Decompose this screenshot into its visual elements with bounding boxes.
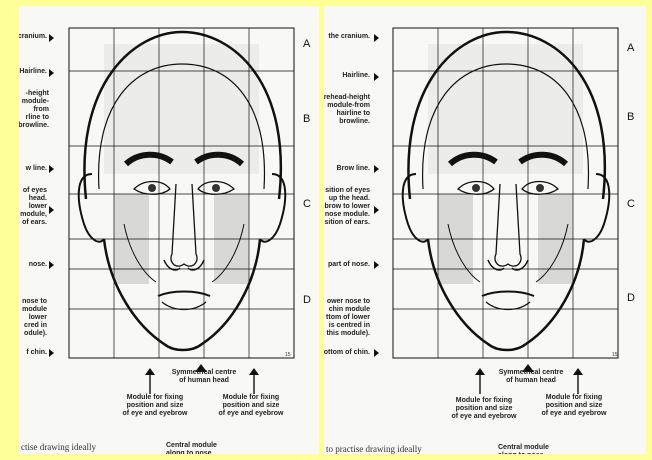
- arrow-right-icon: [49, 34, 54, 42]
- caption-eye-module-right: Module for fixing position and size of e…: [538, 394, 610, 418]
- up-arrow-icon: [144, 368, 156, 394]
- letter-c: C: [303, 198, 311, 210]
- label-chin: ottom of chin.: [324, 349, 370, 357]
- label-eyes-position: sition of eyes up the head. brow to lowe…: [324, 187, 370, 227]
- up-arrow-icon: [572, 368, 584, 394]
- caption-symmetrical-centre: Symmetrical centre of human head: [169, 369, 239, 385]
- label-cranium: cranium.: [19, 33, 47, 41]
- caption-symmetrical-centre: Symmetrical centre of human head: [496, 369, 566, 385]
- label-nose-to-chin: ower nose to chin module ttom of lower i…: [324, 298, 370, 338]
- footer-text: to practise drawing ideally: [326, 444, 422, 454]
- up-arrow-icon: [248, 368, 260, 394]
- letter-b: B: [627, 111, 634, 123]
- arrow-right-icon: [374, 165, 379, 173]
- letter-a: A: [627, 42, 634, 54]
- pupil-left: [472, 184, 480, 192]
- label-hairline: Hairline.: [324, 72, 370, 80]
- ear-left: [403, 174, 428, 242]
- footer-text: ctise drawing ideally: [21, 442, 96, 452]
- arrow-right-icon: [374, 261, 379, 269]
- ear-left: [79, 174, 104, 242]
- arrow-right-icon: [374, 206, 379, 214]
- label-hairline: Hairline.: [19, 68, 47, 76]
- label-cranium: the cranium.: [324, 33, 370, 41]
- pupil-left: [148, 184, 156, 192]
- arrow-right-icon: [374, 34, 379, 42]
- caption-eye-module-right: Module for fixing position and size of e…: [215, 394, 287, 418]
- pupil-right: [212, 184, 220, 192]
- label-chin: f chin.: [19, 349, 47, 357]
- label-brow-line: w line.: [19, 165, 47, 173]
- label-forehead-module: -height module-from rline to browline.: [19, 90, 49, 130]
- arrow-right-icon: [49, 261, 54, 269]
- mouth-lower: [486, 302, 530, 310]
- arrow-right-icon: [49, 69, 54, 77]
- mouth-upper: [158, 292, 210, 297]
- caption-eye-module-left: Module for fixing position and size of e…: [448, 397, 520, 421]
- nose-outline: [495, 184, 521, 266]
- arrow-right-icon: [374, 73, 379, 81]
- face-proportion-drawing: [388, 24, 628, 360]
- right-page: the cranium. Hairline. rehead-height mod…: [324, 6, 646, 454]
- arrow-right-icon: [49, 349, 54, 357]
- pupil-right: [536, 184, 544, 192]
- letter-d: D: [627, 292, 635, 304]
- letter-a: A: [303, 38, 310, 50]
- footer-central-module: Central module along to nose: [498, 444, 549, 454]
- caption-eye-module-left: Module for fixing position and size of e…: [119, 394, 191, 418]
- nose-outline: [171, 184, 197, 266]
- up-arrow-icon: [474, 368, 486, 394]
- face-proportion-drawing: [64, 24, 304, 360]
- label-forehead-module: rehead-height module-from hairline to br…: [324, 94, 370, 126]
- page-number: 15: [285, 352, 291, 358]
- label-eyes-position: of eyes head. lower module, of ears.: [19, 187, 47, 227]
- letter-c: C: [627, 198, 635, 210]
- page-number: 15: [612, 352, 618, 358]
- left-page: cranium. Hairline. -height module-from r…: [19, 6, 319, 454]
- footer-central-module: Central module along to nose: [166, 442, 217, 454]
- arrow-right-icon: [49, 165, 54, 173]
- letter-b: B: [303, 113, 310, 125]
- label-nose: part of nose.: [324, 261, 370, 269]
- arrow-right-icon: [49, 206, 54, 214]
- mouth-upper: [482, 292, 534, 297]
- label-brow-line: Brow line.: [324, 165, 370, 173]
- letter-d: D: [303, 294, 311, 306]
- arrow-right-icon: [374, 349, 379, 357]
- label-nose-to-chin: nose to module lower cred in odule).: [19, 298, 47, 338]
- mouth-lower: [162, 302, 206, 310]
- label-nose: nose.: [19, 261, 47, 269]
